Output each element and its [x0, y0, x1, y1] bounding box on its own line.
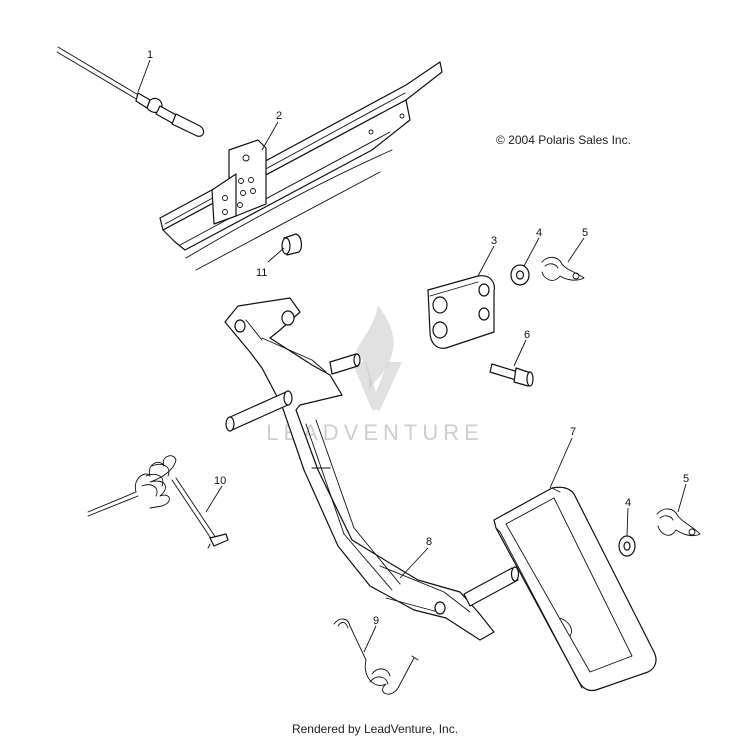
callout-4-upper: 4	[536, 227, 542, 239]
callout-11: 11	[256, 267, 267, 279]
callout-5-lower: 5	[683, 473, 689, 485]
part-7-pedal-pad	[493, 486, 657, 692]
part-4-washer-upper	[510, 264, 530, 286]
part-3-block	[427, 275, 495, 349]
part-8-pedal-arm	[224, 297, 520, 641]
copyright-notice: © 2004 Polaris Sales Inc.	[496, 133, 631, 147]
callout-9: 9	[373, 615, 379, 627]
callout-1: 1	[147, 49, 153, 61]
part-4-washer-lower	[618, 535, 636, 557]
part-9-spring	[333, 618, 419, 695]
part-1-cable	[56, 46, 205, 137]
callout-8: 8	[426, 536, 432, 548]
part-6-bolt	[489, 363, 534, 387]
callout-labels: 1 2 3 4 5 6 7 8 9 10 11 4 5	[147, 49, 689, 627]
part-5-clip-upper	[541, 256, 585, 281]
part-11-fastener	[281, 233, 302, 256]
leader-lines	[137, 59, 687, 653]
callout-3: 3	[491, 235, 497, 247]
part-5-clip-lower	[656, 508, 701, 537]
callout-7: 7	[570, 426, 576, 438]
footer-credit: Rendered by LeadVenture, Inc.	[291, 722, 459, 736]
part-2-frame-bracket	[159, 61, 443, 271]
callout-2: 2	[276, 110, 282, 122]
watermark-v-icon	[352, 362, 402, 410]
callout-5-upper: 5	[582, 227, 588, 239]
callout-4-lower: 4	[625, 497, 631, 509]
watermark-flame-icon	[356, 305, 394, 390]
part-10-spring	[87, 455, 229, 549]
callout-6: 6	[524, 329, 530, 341]
callout-10: 10	[214, 475, 226, 487]
